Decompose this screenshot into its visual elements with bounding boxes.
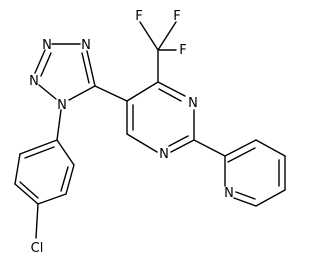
bond-ar1-ar2	[56, 139, 75, 166]
atom-pyridine-n: N	[224, 186, 234, 201]
bond-py6-pyn-inner	[235, 191, 256, 200]
bond-py5-py6	[255, 189, 286, 207]
bond-tetrazole-pyrimidine	[94, 85, 128, 102]
bond-py6-pyn	[233, 197, 257, 207]
bond-ar4-ar5	[14, 183, 39, 205]
atom-fluorine-top-left: F	[135, 9, 142, 24]
bond-n1-c5	[68, 85, 96, 101]
bond-pc4-pn3-inner	[158, 88, 182, 102]
bond-n1-aryl	[56, 109, 62, 141]
bond-pn1-pc6	[126, 133, 158, 153]
bond-n3-n2-double	[40, 52, 52, 77]
bond-pc2-pn1	[170, 139, 195, 153]
bond-ar5-ar6	[14, 153, 21, 185]
bond-ar4-ar5-inner	[19, 181, 39, 199]
atom-pyrimidine-n3: N	[188, 96, 198, 111]
bond-pc4-pn3	[157, 81, 186, 97]
atom-tetrazole-n2: N	[29, 74, 39, 89]
atom-fluorine-top-right: F	[173, 9, 180, 24]
bond-py3-py4	[255, 139, 286, 157]
bond-pc2-pn1-inner	[168, 135, 189, 147]
bond-c5-n4	[86, 50, 96, 87]
molecule-structure: N N N N F F F N N N Cl	[14, 9, 286, 256]
bond-cf3-f-right	[157, 21, 177, 51]
bond-pc5-pc4	[126, 81, 159, 102]
bond-py2-py3	[224, 139, 257, 157]
bond-c5-n4-double	[81, 52, 90, 84]
atom-tetrazole-n4: N	[81, 38, 91, 53]
atom-tetrazole-n3: N	[42, 38, 52, 53]
bond-ar2-ar3-inner	[60, 166, 69, 192]
bond-n3-n2	[34, 49, 46, 74]
bond-py2-py3-inner	[227, 147, 256, 163]
atom-tetrazole-n1: N	[57, 98, 67, 113]
bond-layer	[14, 21, 286, 239]
atom-fluorine-right: F	[179, 43, 186, 58]
bond-ar6-ar1-inner	[24, 146, 55, 159]
atom-label-layer: N N N N F F F N N N Cl	[29, 9, 234, 256]
bond-ar6-ar1	[19, 139, 58, 155]
bond-ar3-ar4	[37, 193, 67, 205]
bond-cf3-f-left	[139, 21, 159, 51]
bond-n2-n1	[38, 84, 57, 100]
bond-ar4-cl	[35, 203, 39, 239]
atom-chlorine: Cl	[31, 241, 44, 256]
bond-ar2-ar3	[65, 164, 75, 195]
bond-pyrimidine-pyridine	[193, 139, 226, 157]
atom-pyrimidine-n1: N	[159, 147, 169, 162]
